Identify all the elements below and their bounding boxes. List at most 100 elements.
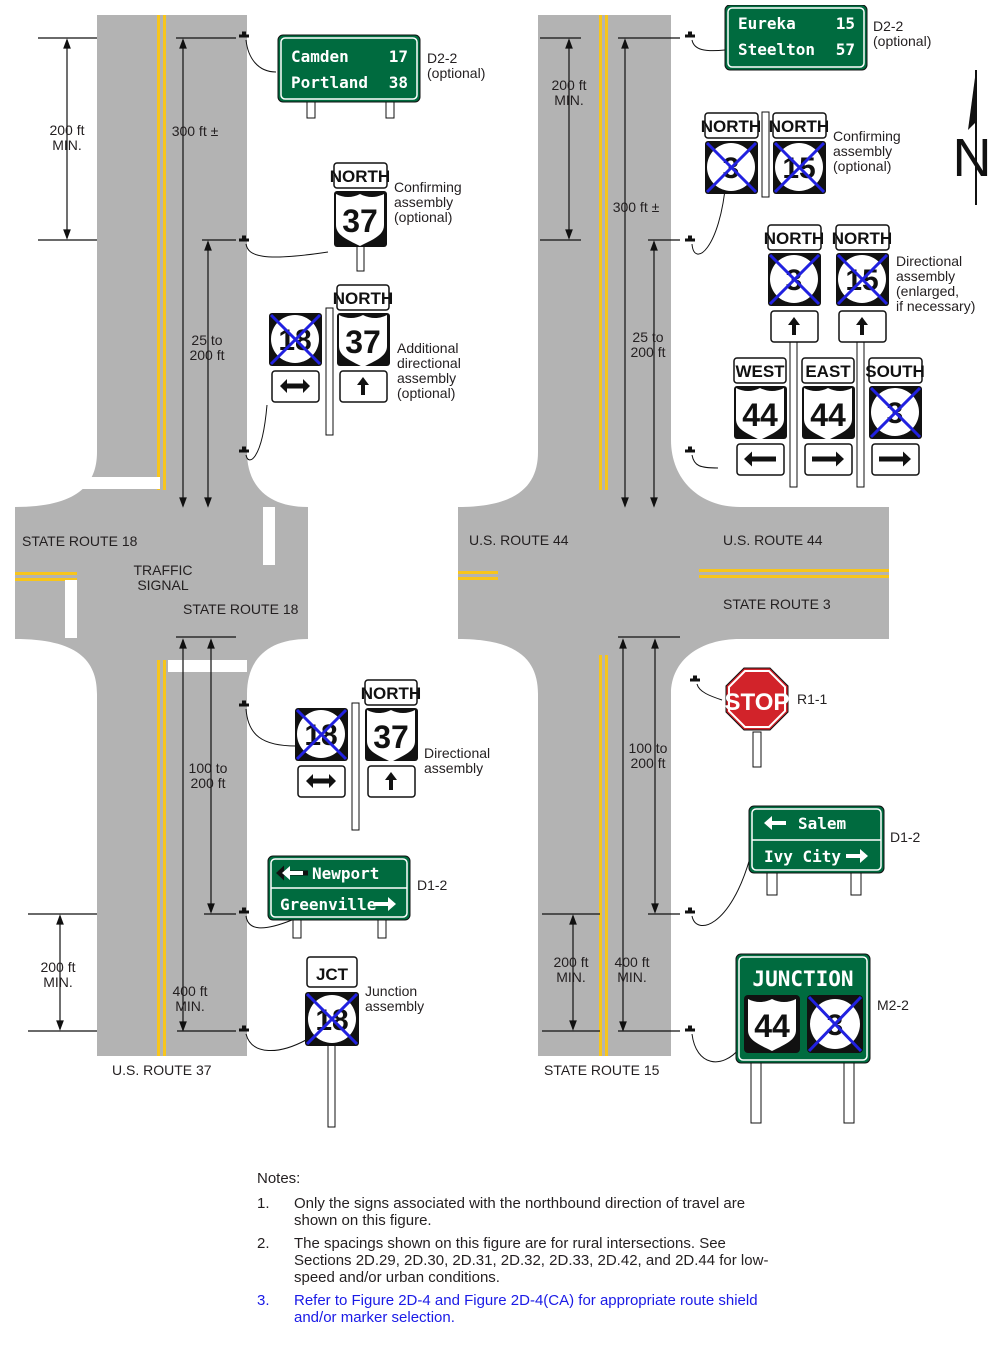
right-d22-line2-num: 57 xyxy=(836,40,855,59)
right-d12-line1: Salem xyxy=(798,814,847,833)
left-jct-header: JCT xyxy=(316,965,349,984)
note-text: Only the signs associated with the north… xyxy=(294,1195,746,1229)
right-dir-header-a: NORTH xyxy=(764,229,824,248)
text-line: Directional xyxy=(424,745,490,761)
cross-out-icon xyxy=(768,253,821,306)
right-road-surface xyxy=(458,15,889,1056)
left-arrow-icon xyxy=(764,816,786,830)
sign-location-marker xyxy=(685,31,695,38)
right-d12-line2: Ivy City xyxy=(764,847,841,866)
right-lane-markings xyxy=(458,15,889,1056)
sign-location-marker xyxy=(685,1025,695,1032)
road-label-sr3: STATE ROUTE 3 xyxy=(723,596,831,612)
right-dir-header-west: WEST xyxy=(735,362,785,381)
right-d12-label: D1-2 xyxy=(890,829,921,845)
text-line: (optional) xyxy=(873,33,931,49)
left-d22-label: D2-2(optional) xyxy=(427,50,485,81)
right-d22-line1-num: 15 xyxy=(836,14,855,33)
text-line: assembly xyxy=(365,998,424,1014)
right-dir-shield-west: 44 xyxy=(742,397,778,433)
d22-line1-num: 17 xyxy=(389,47,408,66)
left-d12-label: D1-2 xyxy=(417,877,448,893)
road-label-us44-west: U.S. ROUTE 44 xyxy=(469,532,569,548)
right-dist-300: 300 ft ± xyxy=(613,199,660,215)
d22-line2-name: Portland xyxy=(291,73,368,92)
left-lane-markings xyxy=(15,15,275,1056)
text-line: 200 ft xyxy=(551,77,586,93)
text-line: 200 ft xyxy=(40,959,75,975)
road-label-us37: U.S. ROUTE 37 xyxy=(112,1062,212,1078)
text-line: 25 to xyxy=(632,329,663,345)
text-line: MIN. xyxy=(556,969,586,985)
note-number: 1. xyxy=(257,1195,270,1212)
right-dir-shield-east: 44 xyxy=(810,397,846,433)
road-label-sr18-west: STATE ROUTE 18 xyxy=(22,533,138,549)
right-arrow-icon xyxy=(375,897,396,911)
cross-out-icon xyxy=(807,995,863,1053)
text-line: MIN. xyxy=(617,969,647,985)
left-d12-line1: Newport xyxy=(312,864,379,883)
text-line: Directional xyxy=(896,253,962,269)
text-line: 200 ft xyxy=(189,347,224,363)
note-item: 1. Only the signs associated with the no… xyxy=(257,1195,777,1229)
road-label-us44-east: U.S. ROUTE 44 xyxy=(723,532,823,548)
road-label-sr15: STATE ROUTE 15 xyxy=(544,1062,660,1078)
left-dir-shield-num: 37 xyxy=(373,719,409,755)
text-line: 200 ft xyxy=(553,954,588,970)
right-dir-header-south: SOUTH xyxy=(865,362,925,381)
text-line: MIN. xyxy=(554,92,584,108)
north-letter: N xyxy=(953,128,992,188)
text-line: (optional) xyxy=(394,209,452,225)
right-dimension-lines xyxy=(540,37,680,1032)
left-d12-line2: Greenville xyxy=(280,895,376,914)
north-arrow: N xyxy=(953,70,992,205)
text-line: 400 ft xyxy=(614,954,649,970)
note-item: 3. Refer to Figure 2D-4 and Figure 2D-4(… xyxy=(257,1292,777,1326)
north-arrow-icon xyxy=(968,70,976,130)
note-text: The spacings shown on this figure are fo… xyxy=(294,1235,769,1286)
text-line: assembly xyxy=(397,370,456,386)
right-d22-label: D2-2(optional) xyxy=(873,18,931,49)
text-line: 100 to xyxy=(629,740,668,756)
cross-out-icon xyxy=(773,141,826,194)
sign-location-marker xyxy=(690,675,700,682)
left-dimension-lines xyxy=(28,37,236,1032)
text-line: 25 to xyxy=(191,332,222,348)
right-directional-assembly: NORTH NORTH 3 15 WEST EAST SOUTH 44 xyxy=(733,224,925,488)
d22-line2-num: 38 xyxy=(389,73,408,92)
notes-section: Notes: 1. Only the signs associated with… xyxy=(257,1170,777,1332)
note-number: 2. xyxy=(257,1235,270,1252)
text-line: Confirming xyxy=(833,128,901,144)
cross-out-icon xyxy=(869,386,922,439)
text-line: MIN. xyxy=(52,137,82,153)
note-item: 2. The spacings shown on this figure are… xyxy=(257,1235,777,1286)
right-road-labels: U.S. ROUTE 44 U.S. ROUTE 44 STATE ROUTE … xyxy=(469,532,831,1078)
text-line: MIN. xyxy=(43,974,73,990)
text-line: (optional) xyxy=(833,158,891,174)
left-add-header: NORTH xyxy=(333,289,393,308)
text-line: MIN. xyxy=(175,998,205,1014)
text-line: TRAFFIC xyxy=(133,562,192,578)
text-line: assembly xyxy=(424,760,483,776)
cross-out-icon xyxy=(269,313,322,366)
text-line: Additional xyxy=(397,340,459,356)
left-additional-directional-assembly: NORTH 18 37 xyxy=(269,284,393,436)
text-line: directional xyxy=(397,355,461,371)
